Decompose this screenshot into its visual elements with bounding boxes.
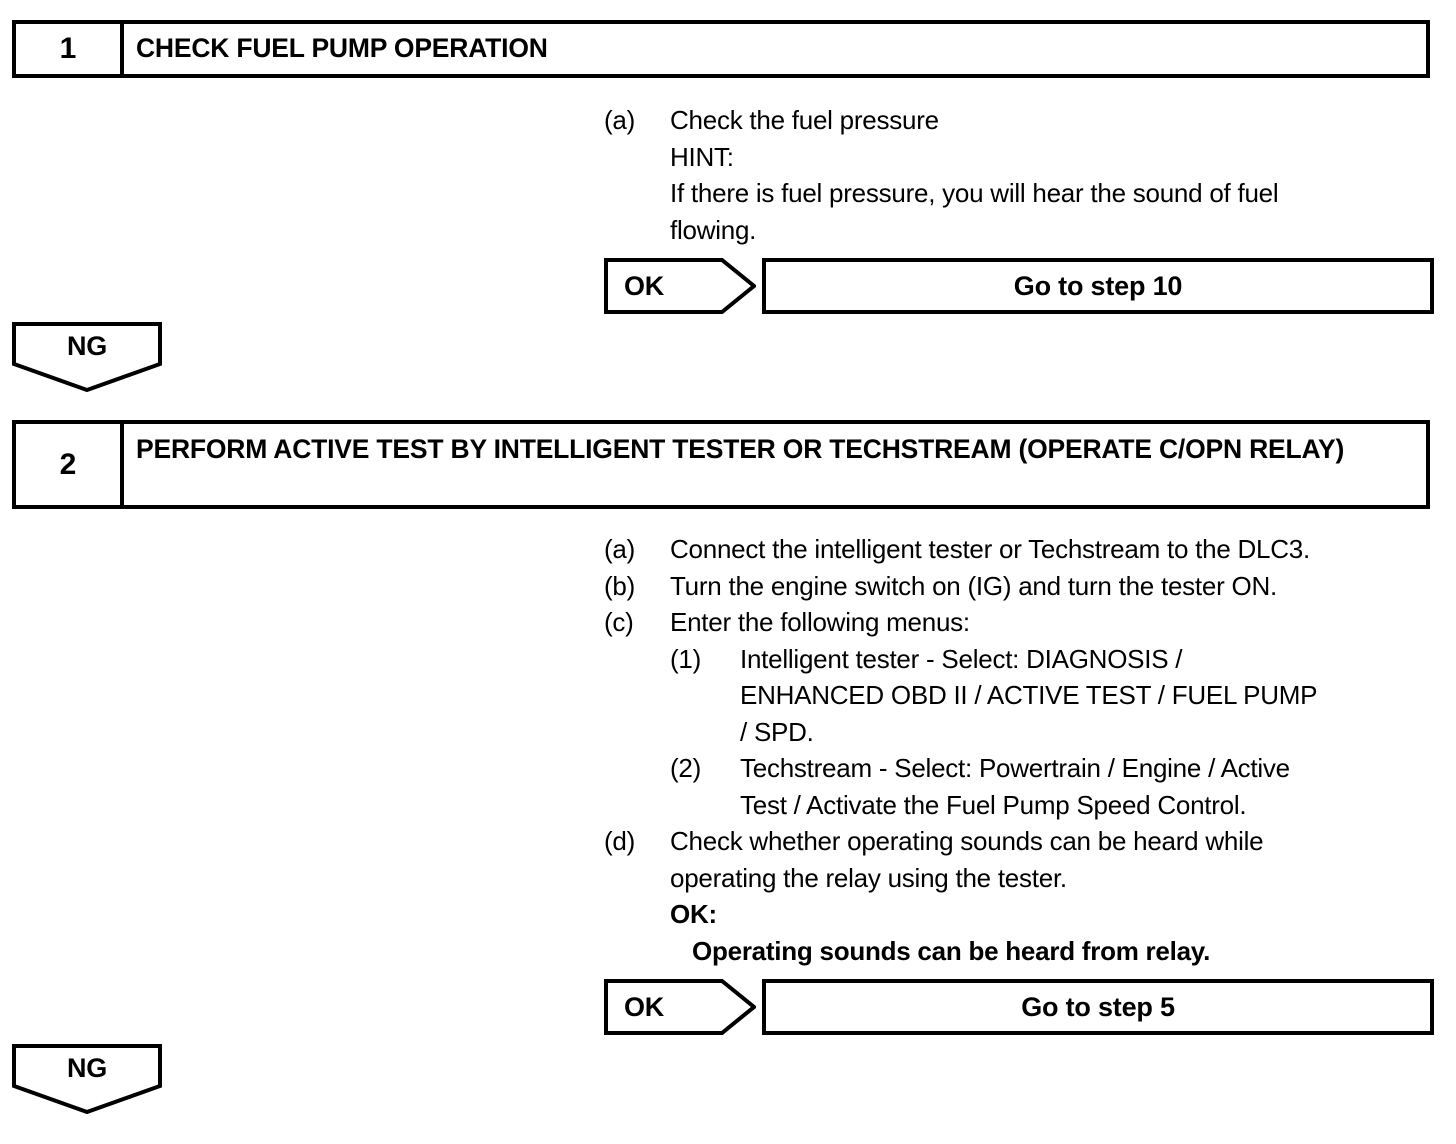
item-body: Check whether operating sounds can be he… [670, 823, 1444, 969]
sub-instruction-item: (2) Techstream - Select: Powertrain / En… [670, 750, 1444, 823]
ok-criteria-label: OK: [670, 899, 717, 929]
goto-step-box[interactable]: Go to step 10 [762, 258, 1434, 314]
step-1-ng-branch: NG [12, 322, 162, 394]
ng-arrow-down-icon [12, 1044, 162, 1115]
instruction-item: (d) Check whether operating sounds can b… [604, 823, 1444, 969]
item-line: Connect the intelligent tester or Techst… [670, 534, 1310, 564]
item-body: Enter the following menus: (1) Intellige… [670, 604, 1444, 823]
arrow-right-icon [604, 979, 756, 1035]
item-line: If there is fuel pressure, you will hear… [670, 178, 1279, 208]
ng-label: NG [66, 1052, 108, 1083]
step-1-instructions: (a) Check the fuel pressure HINT: If the… [604, 102, 1444, 248]
sub-item-body: Techstream - Select: Powertrain / Engine… [740, 750, 1444, 823]
step-2-title: PERFORM ACTIVE TEST BY INTELLIGENT TESTE… [136, 434, 1345, 464]
step-1-number: 1 [16, 24, 124, 74]
sub-item-line: ENHANCED OBD II / ACTIVE TEST / FUEL PUM… [740, 680, 1318, 710]
ok-criteria-text: Operating sounds can be heard from relay… [692, 935, 1211, 966]
sub-item-body: Intelligent tester - Select: DIAGNOSIS /… [740, 641, 1444, 751]
step-2-header: 2 PERFORM ACTIVE TEST BY INTELLIGENT TES… [12, 420, 1430, 509]
item-line: Enter the following menus: [670, 607, 970, 637]
instruction-item: (a) Check the fuel pressure HINT: If the… [604, 102, 1444, 248]
item-line: Check whether operating sounds can be he… [670, 826, 1264, 856]
step-1-header: 1 CHECK FUEL PUMP OPERATION [12, 20, 1430, 78]
sub-instruction-list: (1) Intelligent tester - Select: DIAGNOS… [670, 641, 1444, 824]
ok-arrow-badge: OK [604, 979, 756, 1035]
ok-label: OK [624, 991, 664, 1022]
sub-instruction-item: (1) Intelligent tester - Select: DIAGNOS… [670, 641, 1444, 751]
instruction-item: (a) Connect the intelligent tester or Te… [604, 531, 1444, 568]
instruction-item: (b) Turn the engine switch on (IG) and t… [604, 568, 1444, 605]
item-label: (d) [604, 826, 636, 856]
item-line: HINT: [670, 141, 734, 172]
item-label: (a) [604, 105, 636, 135]
instruction-item: (c) Enter the following menus: (1) Intel… [604, 604, 1444, 823]
sub-item-label: (2) [670, 753, 702, 783]
sub-item-line: Test / Activate the Fuel Pump Speed Cont… [740, 789, 1247, 820]
item-body: Check the fuel pressure HINT: If there i… [670, 102, 1444, 248]
sub-item-line: / SPD. [740, 716, 814, 747]
item-label: (c) [604, 607, 634, 637]
item-line: Turn the engine switch on (IG) and turn … [670, 570, 1277, 601]
item-line: Check the fuel pressure [670, 105, 939, 135]
ng-label: NG [66, 330, 108, 361]
item-body: Turn the engine switch on (IG) and turn … [670, 568, 1444, 605]
step-1-title: CHECK FUEL PUMP OPERATION [136, 33, 548, 64]
sub-item-label: (1) [670, 643, 702, 674]
item-body: Connect the intelligent tester or Techst… [670, 531, 1444, 568]
sub-item-line: Intelligent tester - Select: DIAGNOSIS / [740, 643, 1183, 674]
item-label: (b) [604, 570, 636, 601]
ok-label: OK [624, 270, 664, 301]
goto-step-box[interactable]: Go to step 5 [762, 979, 1434, 1035]
step-2-number: 2 [16, 424, 124, 505]
item-label: (a) [604, 534, 636, 564]
step-2-ng-branch: NG [12, 1044, 162, 1116]
item-line: flowing. [670, 214, 757, 245]
ng-arrow-down-icon [12, 322, 162, 393]
step-2-instructions: (a) Connect the intelligent tester or Te… [604, 531, 1444, 969]
sub-item-line: Techstream - Select: Powertrain / Engine… [740, 753, 1290, 783]
item-line: operating the relay using the tester. [670, 862, 1067, 893]
arrow-right-icon [604, 258, 756, 314]
ok-arrow-badge: OK [604, 258, 756, 314]
